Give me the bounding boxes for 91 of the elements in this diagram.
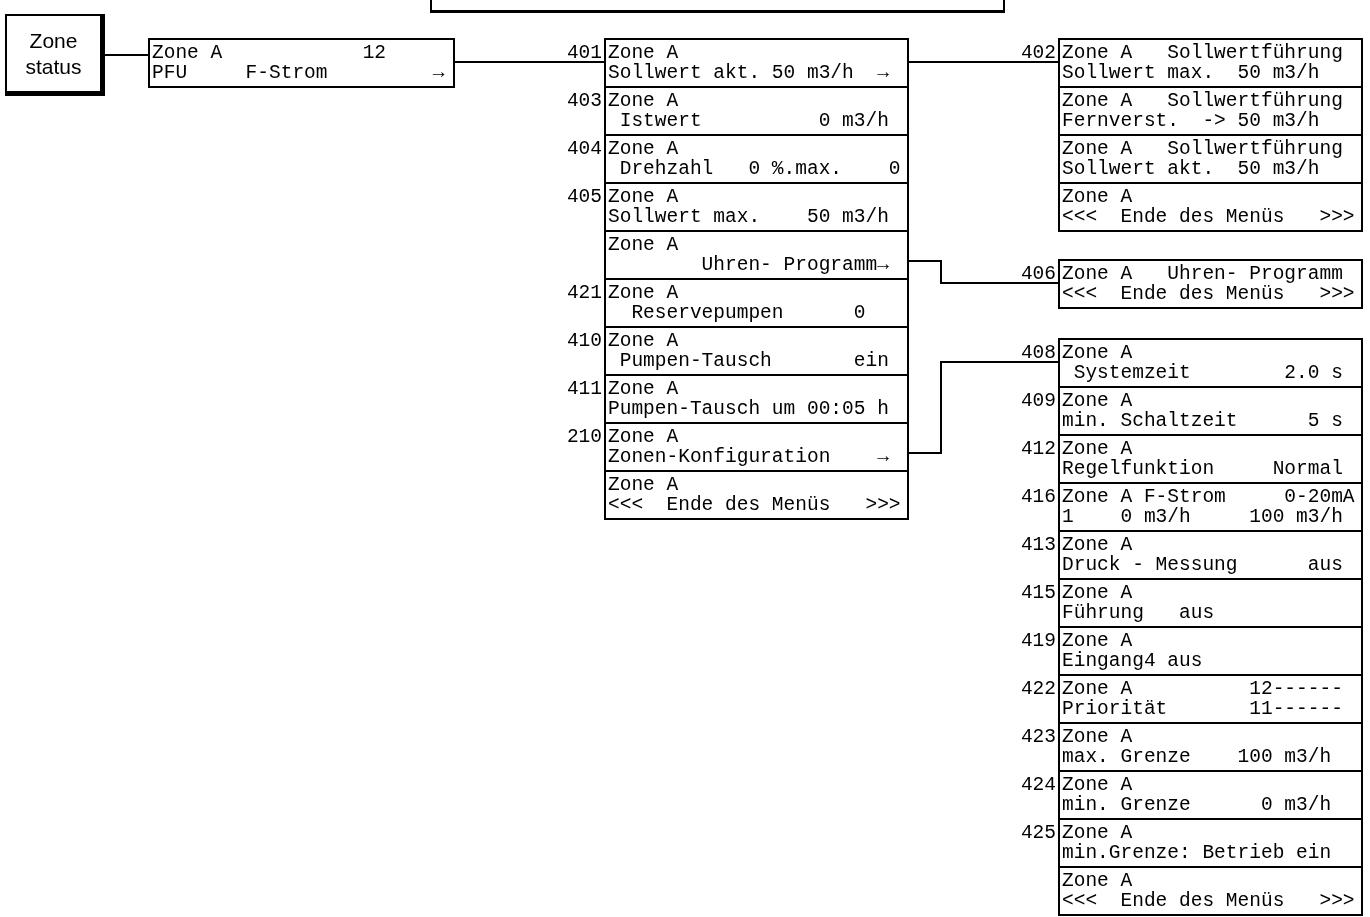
display-text: Zone A Sollwertführung — [1062, 91, 1343, 111]
menu-item-box — [604, 470, 909, 520]
display-text: Regelfunktion Normal — [1062, 459, 1343, 479]
display-text: Zone A — [1062, 187, 1133, 207]
display-text: Zone A — [608, 43, 679, 63]
display-text: Zone A Sollwertführung — [1062, 43, 1343, 63]
display-text: Druck - Messung aus — [1062, 555, 1343, 575]
parameter-number: 410 — [566, 331, 602, 351]
parameter-number: 403 — [566, 91, 602, 111]
status-label: Zone status — [24, 27, 83, 80]
display-text: Sollwert max. 50 m3/h — [1062, 63, 1320, 83]
display-text: Zonen-Konfiguration → — [608, 447, 889, 467]
display-text: Fernverst. -> 50 m3/h — [1062, 111, 1320, 131]
menu-item-box — [1058, 86, 1363, 136]
display-text: <<< Ende des Menüs >>> — [1062, 284, 1355, 304]
parameter-number: 413 — [1020, 535, 1056, 555]
display-text: <<< Ende des Menüs >>> — [1062, 207, 1355, 227]
parameter-number: 406 — [1020, 264, 1056, 284]
display-text: 1 0 m3/h 100 m3/h — [1062, 507, 1343, 527]
menu-item-box — [1058, 182, 1363, 232]
display-text: Zone A — [1062, 535, 1133, 555]
display-text: Drehzahl 0 %.max. 0 — [618, 159, 901, 179]
parameter-number: 402 — [1020, 43, 1056, 63]
display-text: Sollwert akt. 50 m3/h → — [608, 63, 889, 83]
menu-item-box — [1058, 866, 1363, 916]
display-text: Sollwert max. 50 m3/h — [608, 207, 889, 227]
display-text: Zone A — [608, 475, 679, 495]
display-text: Zone A — [608, 139, 679, 159]
display-text: Zone A — [608, 91, 679, 111]
parameter-number: 411 — [566, 379, 602, 399]
display-text: Zone A 12 — [152, 43, 387, 63]
connector-line — [908, 61, 1059, 63]
parameter-number: 210 — [566, 427, 602, 447]
connector-line — [908, 361, 1059, 454]
display-text: Zone A — [1062, 871, 1133, 891]
parameter-number: 422 — [1020, 679, 1056, 699]
display-text: min.Grenze: Betrieb ein — [1062, 843, 1332, 863]
display-text: PFU F-Strom → — [152, 63, 445, 83]
menu-item-box — [604, 230, 909, 280]
status-box — [5, 14, 105, 96]
display-text: Führung aus — [1062, 603, 1215, 623]
display-text: Zone A — [1062, 343, 1133, 363]
display-text: Pumpen-Tausch um 00:05 h — [608, 399, 889, 419]
display-text: <<< Ende des Menüs >>> — [608, 495, 901, 515]
display-text: Sollwert akt. 50 m3/h — [1062, 159, 1320, 179]
parameter-number: 424 — [1020, 775, 1056, 795]
menu-item-box — [148, 38, 455, 88]
display-text: Zone A — [608, 187, 679, 207]
display-text: Zone A 12------ — [1062, 679, 1343, 699]
parameter-number: 412 — [1020, 439, 1056, 459]
display-text: Priorität 11------ — [1062, 699, 1343, 719]
connector-line — [908, 260, 1059, 284]
display-text: Zone A — [1062, 775, 1133, 795]
display-text: <<< Ende des Menüs >>> — [1062, 891, 1355, 911]
parameter-number: 401 — [566, 43, 602, 63]
parameter-number: 423 — [1020, 727, 1056, 747]
display-text: Zone A — [1062, 727, 1133, 747]
display-text: Zone A — [608, 427, 679, 447]
parameter-number: 421 — [566, 283, 602, 303]
display-text: Zone A Uhren- Programm — [1062, 264, 1343, 284]
display-text: Pumpen-Tausch ein — [618, 351, 889, 371]
display-text: Zone A — [608, 331, 679, 351]
parameter-number: 404 — [566, 139, 602, 159]
display-text: Zone A — [1062, 823, 1133, 843]
display-text: min. Schaltzeit 5 s — [1062, 411, 1343, 431]
display-text: Zone A — [608, 379, 679, 399]
parameter-number: 409 — [1020, 391, 1056, 411]
parameter-number: 405 — [566, 187, 602, 207]
display-text: max. Grenze 100 m3/h — [1062, 747, 1332, 767]
display-text: Zone A — [1062, 391, 1133, 411]
display-text: Zone A — [1062, 583, 1133, 603]
parameter-number: 419 — [1020, 631, 1056, 651]
display-text: Zone A — [608, 235, 679, 255]
connector-line — [104, 54, 149, 56]
menu-item-box — [1058, 134, 1363, 184]
parameter-number: 416 — [1020, 487, 1056, 507]
display-text: min. Grenze 0 m3/h — [1062, 795, 1332, 815]
display-text: Zone A — [608, 283, 679, 303]
display-text: Zone A — [1062, 439, 1133, 459]
parameter-number: 415 — [1020, 583, 1056, 603]
display-text: Zone A — [1062, 631, 1133, 651]
display-text: Eingang4 aus — [1062, 651, 1203, 671]
display-text: Reservepumpen 0 — [630, 303, 866, 323]
display-text: Zone A F-Strom 0-20mA — [1062, 487, 1355, 507]
display-text: Zone A Sollwertführung — [1062, 139, 1343, 159]
parameter-number: 425 — [1020, 823, 1056, 843]
display-text: Systemzeit 2.0 s — [1072, 363, 1343, 383]
parameter-number: 408 — [1020, 343, 1056, 363]
connector-line — [454, 61, 605, 63]
display-text: Uhren- Programm→ — [700, 255, 889, 275]
display-text: Istwert 0 m3/h — [618, 111, 889, 131]
